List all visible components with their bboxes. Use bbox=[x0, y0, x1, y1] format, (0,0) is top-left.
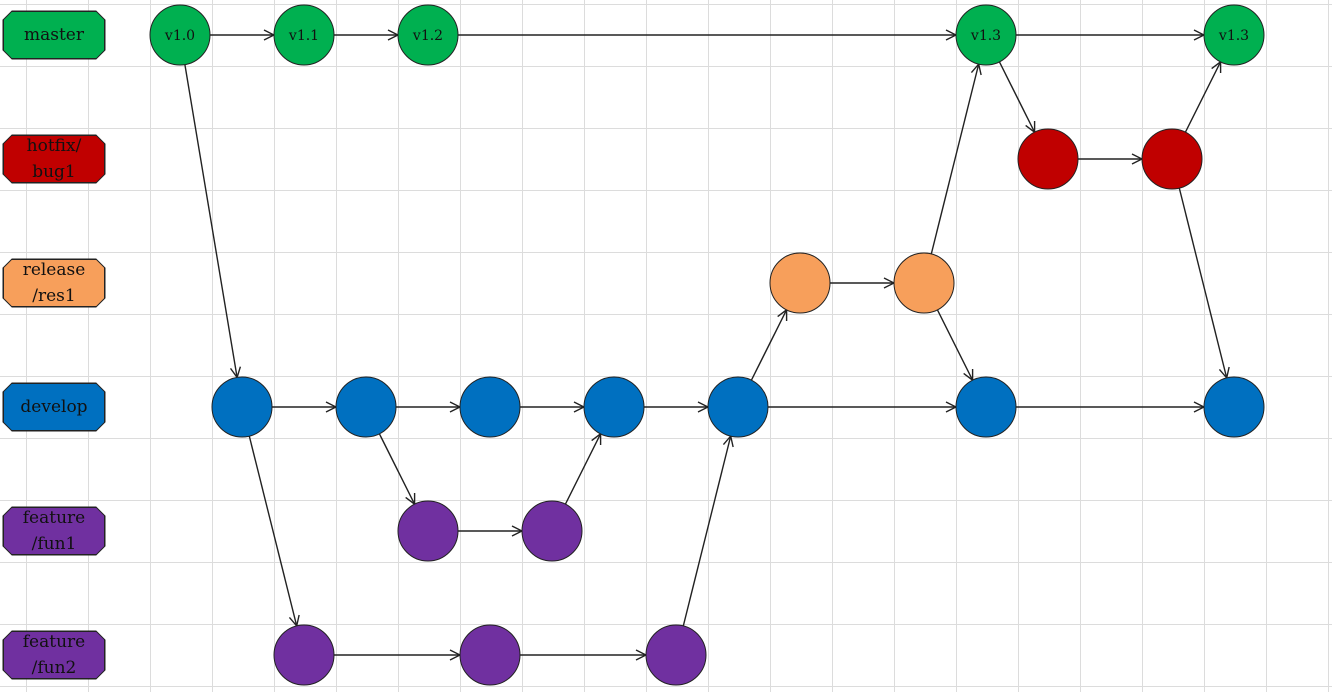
edge-r2-to-d6 bbox=[936, 309, 972, 380]
edge-h2-to-d7 bbox=[1178, 187, 1226, 378]
lane-frame-master bbox=[2, 10, 106, 60]
commit-node-f2b bbox=[459, 624, 521, 686]
commit-node-f2a bbox=[273, 624, 335, 686]
commit-node-f2c bbox=[645, 624, 707, 686]
commit-node-d1 bbox=[211, 376, 273, 438]
lane-frame-hotfix bbox=[2, 134, 106, 184]
commit-edges bbox=[184, 35, 1227, 655]
commit-node-m2 bbox=[273, 4, 335, 66]
edge-d1-to-f2a bbox=[248, 435, 296, 626]
commit-node-m1 bbox=[149, 4, 211, 66]
lane-frame-develop bbox=[2, 382, 106, 432]
edge-h2-to-m5 bbox=[1184, 62, 1220, 133]
lane-label-master: master bbox=[3, 11, 105, 59]
commit-node-d4 bbox=[583, 376, 645, 438]
commit-label-m5: v1.3 bbox=[1218, 28, 1249, 44]
commit-node-h2 bbox=[1141, 128, 1203, 190]
commit-node-m5 bbox=[1203, 4, 1265, 66]
edge-r2-to-m4 bbox=[930, 64, 978, 255]
lane-frame-release bbox=[2, 258, 106, 308]
commit-label-m4: v1.3 bbox=[970, 28, 1001, 44]
edge-d5-to-r1 bbox=[750, 310, 786, 381]
edge-d2-to-f1a bbox=[378, 433, 414, 504]
edge-f1b-to-d4 bbox=[564, 434, 600, 505]
commit-node-f1a bbox=[397, 500, 459, 562]
commit-node-f1b bbox=[521, 500, 583, 562]
commit-node-d6 bbox=[955, 376, 1017, 438]
lane-frame-fun1 bbox=[2, 506, 106, 556]
commit-node-m3 bbox=[397, 4, 459, 66]
lane-frame-fun2 bbox=[2, 630, 106, 680]
commit-node-d3 bbox=[459, 376, 521, 438]
commit-node-d5 bbox=[707, 376, 769, 438]
edge-m4-to-h1 bbox=[998, 61, 1034, 132]
commit-node-d2 bbox=[335, 376, 397, 438]
edge-m1-to-d1 bbox=[184, 64, 237, 378]
commit-nodes: v1.0 v1.1 v1.2 v1.3 v1.3 bbox=[149, 4, 1265, 686]
lane-label-frames bbox=[2, 10, 106, 680]
commit-node-m4 bbox=[955, 4, 1017, 66]
commit-node-d7 bbox=[1203, 376, 1265, 438]
commit-label-m2: v1.1 bbox=[288, 28, 319, 44]
commit-node-r2 bbox=[893, 252, 955, 314]
commit-label-m3: v1.2 bbox=[412, 28, 443, 44]
commit-node-h1 bbox=[1017, 128, 1079, 190]
commit-node-r1 bbox=[769, 252, 831, 314]
commit-label-m1: v1.0 bbox=[164, 28, 195, 44]
edge-f2c-to-d5 bbox=[682, 436, 730, 627]
